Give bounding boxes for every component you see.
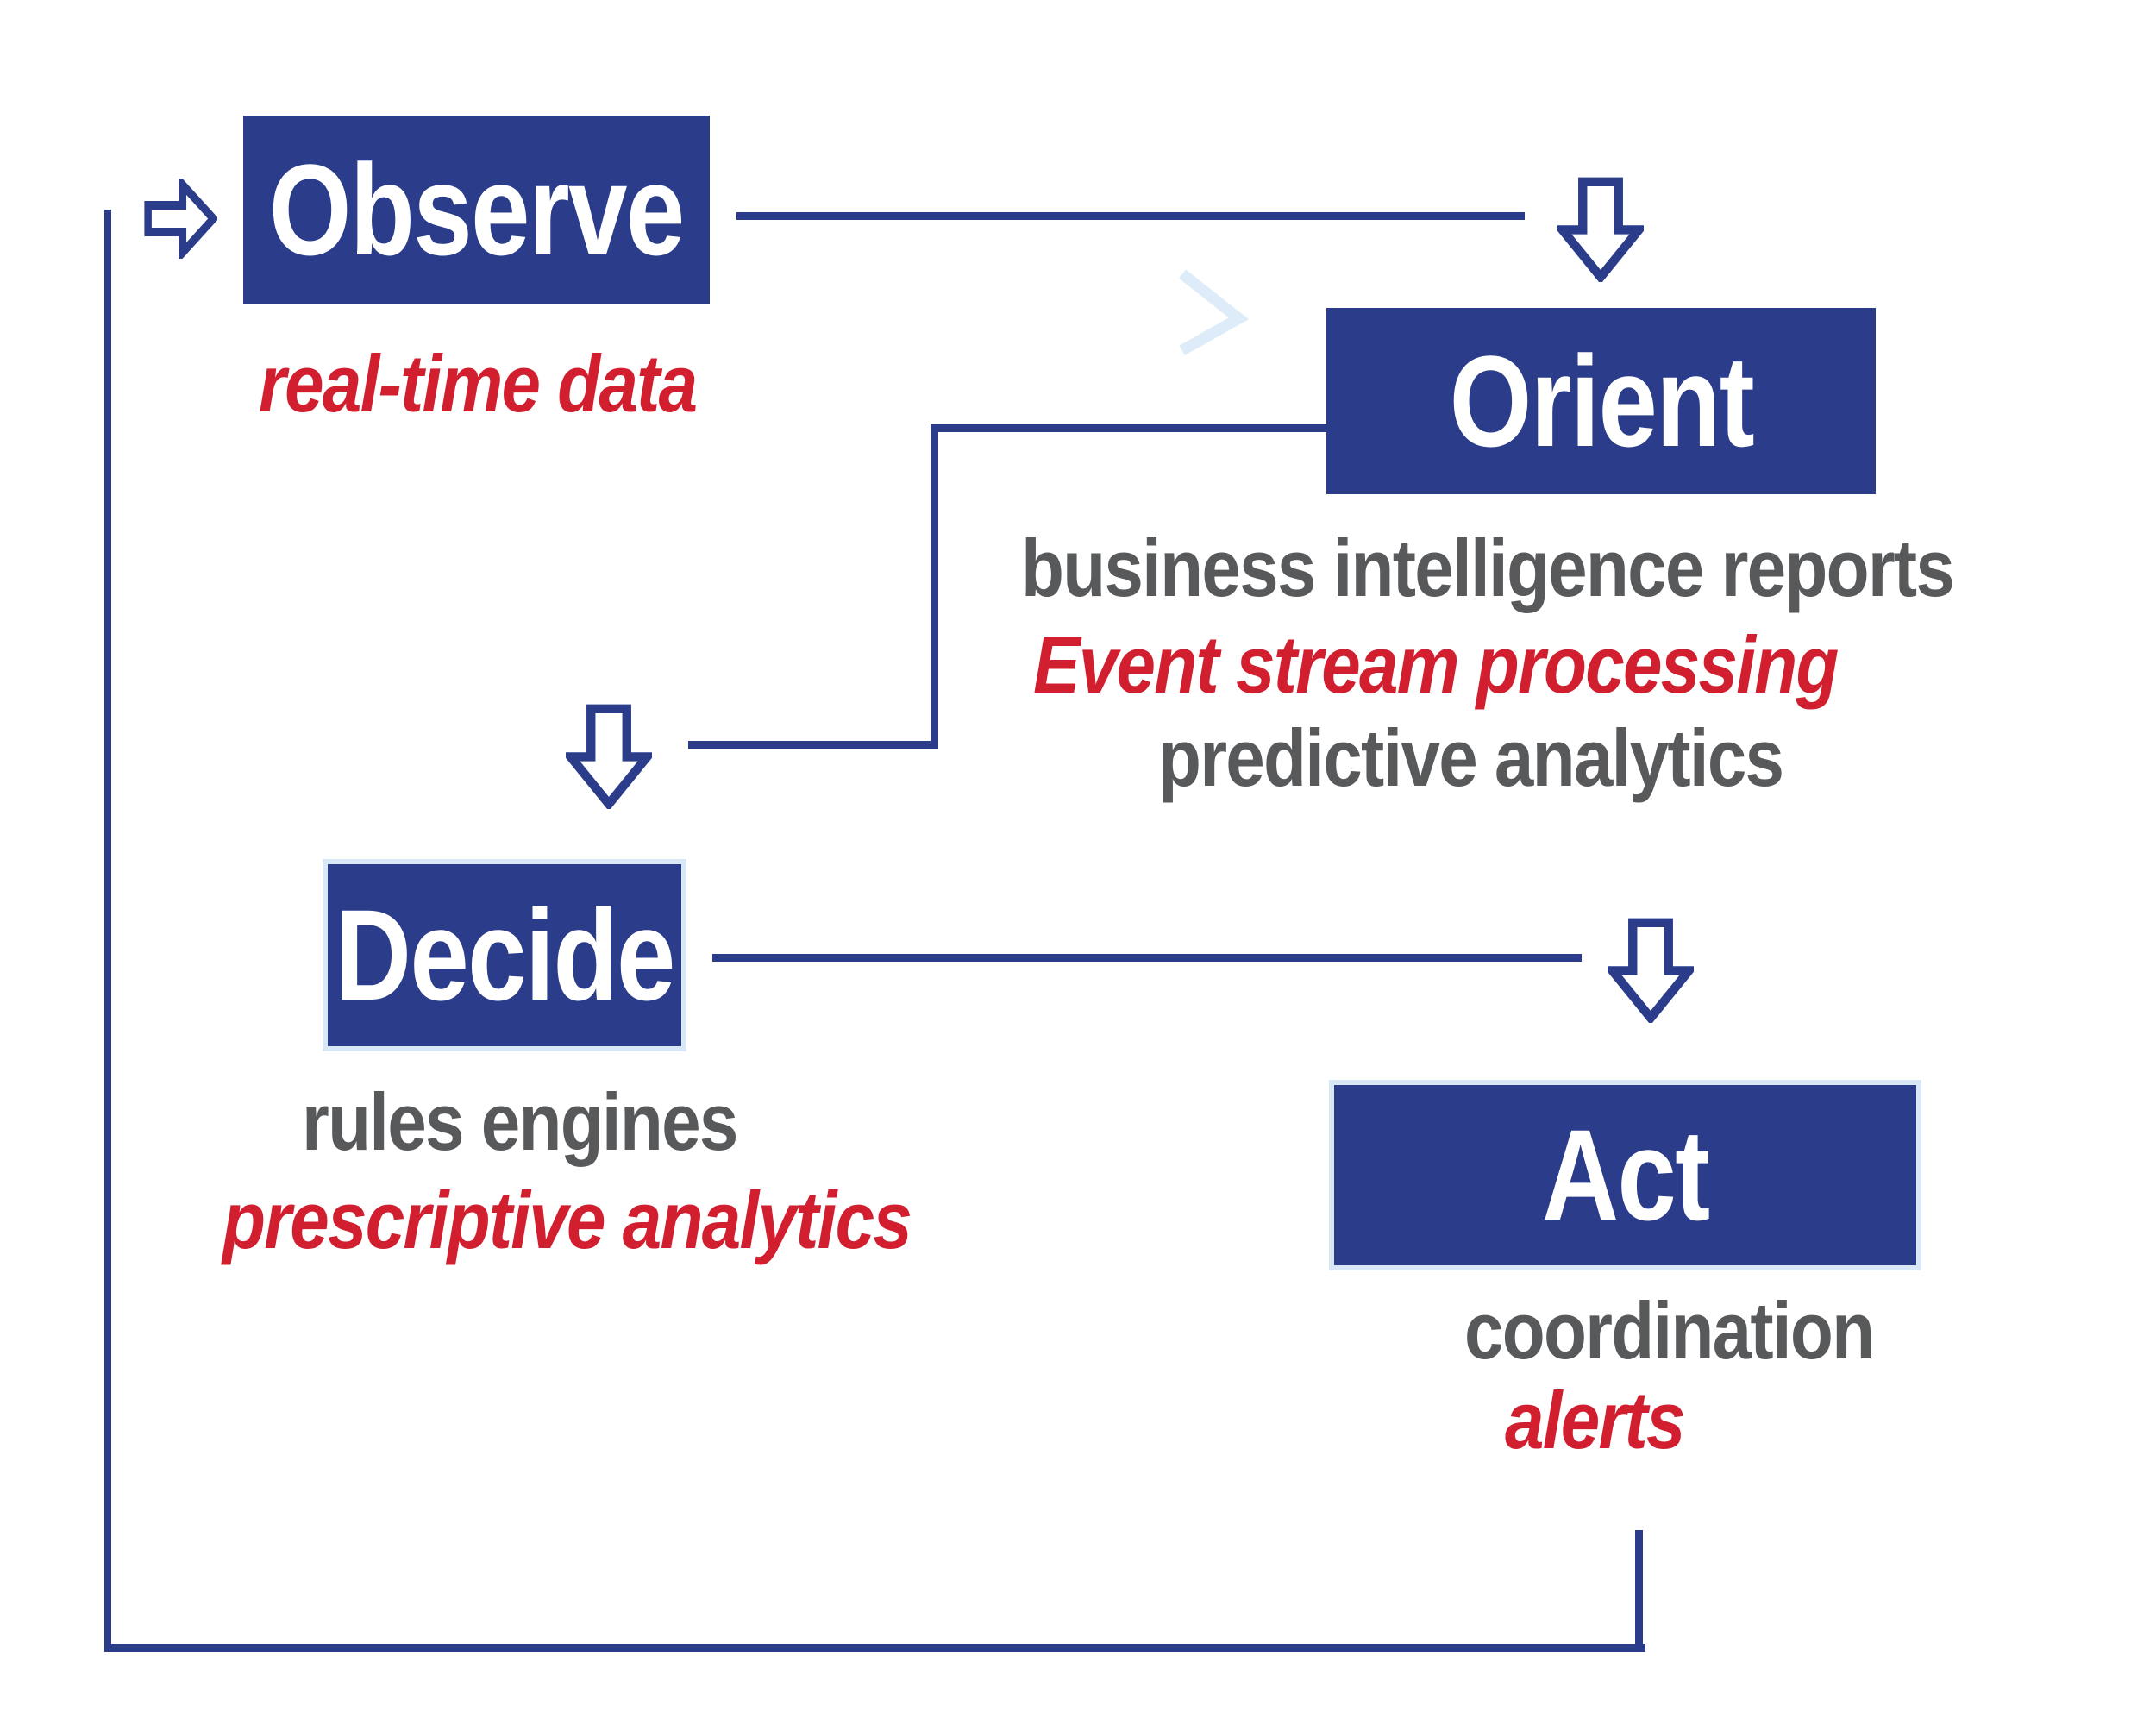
- act-to-loop-line: [1635, 1530, 1643, 1651]
- node-act-label: Act: [1541, 1102, 1710, 1247]
- orient-to-decide-line-vertical: [931, 424, 938, 749]
- orient-to-decide-line-bottom: [688, 741, 938, 749]
- orient-to-decide-line-top: [934, 424, 1328, 432]
- node-orient: Orient: [1326, 308, 1876, 494]
- down-arrow-icon: [1557, 177, 1644, 282]
- node-orient-label: Orient: [1449, 328, 1754, 474]
- observe-to-orient-line: [736, 212, 1525, 220]
- node-decide-label: Decide: [335, 882, 675, 1027]
- loop-bottom-line: [104, 1644, 1645, 1652]
- node-observe-label: Observe: [269, 136, 685, 282]
- decide-to-act-line: [712, 954, 1582, 962]
- observe-annotation-red: real-time data: [259, 338, 698, 429]
- decide-annotation-gray: rules engines: [302, 1076, 738, 1167]
- orient-annotation-gray-1: business intelligence reports: [1021, 523, 1955, 613]
- orient-annotation-red: Event stream processing: [1033, 619, 1839, 710]
- right-arrow-icon: [144, 179, 217, 259]
- down-arrow-icon: [566, 704, 652, 809]
- loop-left-line: [104, 210, 111, 1652]
- node-observe: Observe: [243, 116, 710, 304]
- node-act: Act: [1334, 1085, 1916, 1265]
- decide-annotation-red: prescriptive analytics: [222, 1175, 912, 1265]
- act-annotation-gray: coordination: [1464, 1285, 1875, 1376]
- down-arrow-icon: [1608, 918, 1694, 1023]
- orient-annotation-gray-2: predictive analytics: [1158, 712, 1784, 803]
- node-decide: Decide: [328, 864, 681, 1046]
- chevron-icon: [1163, 268, 1274, 372]
- act-annotation-red: alerts: [1505, 1375, 1686, 1465]
